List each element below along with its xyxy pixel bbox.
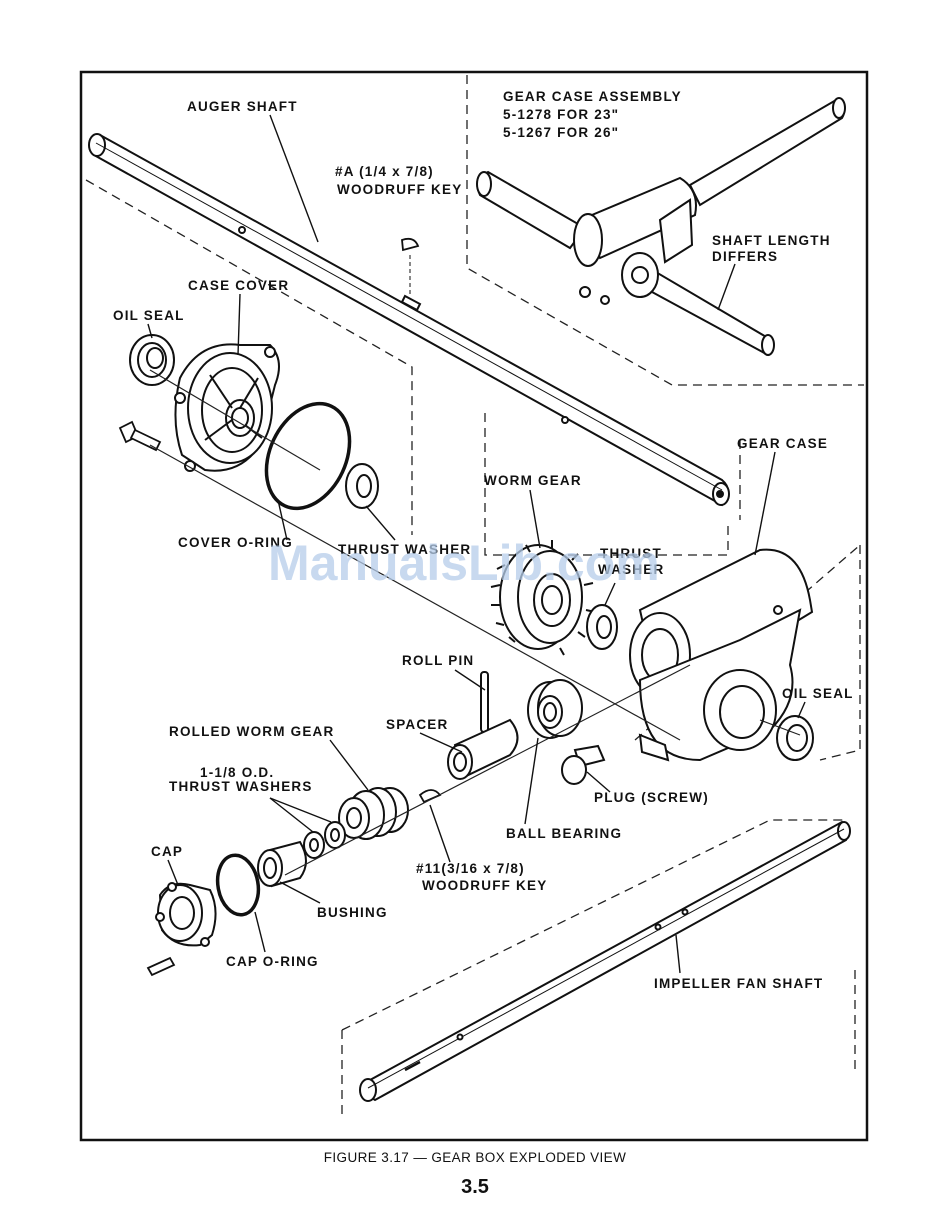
leader-lines bbox=[147, 114, 806, 974]
part-labels: AUGER SHAFT #A (1/4 x 7/8) WOODRUFF KEY … bbox=[113, 89, 854, 991]
bushing bbox=[257, 840, 307, 888]
spacer bbox=[447, 718, 519, 780]
cap bbox=[155, 882, 217, 947]
label-ball-bearing: BALL BEARING bbox=[506, 826, 622, 841]
cover-bolt bbox=[118, 420, 162, 452]
rolled-worm-gear bbox=[338, 787, 409, 840]
gear-case-assembly bbox=[476, 97, 846, 357]
label-gear-case-assembly-26: 5-1267 FOR 26" bbox=[503, 125, 619, 140]
label-woodruff-key-a-size: #A (1/4 x 7/8) bbox=[335, 164, 434, 179]
label-thrust-washer-left: THRUST WASHER bbox=[338, 542, 471, 557]
figure-frame bbox=[79, 70, 869, 1142]
label-impeller-fan-shaft: IMPELLER FAN SHAFT bbox=[654, 976, 823, 991]
assembly-axis-lines bbox=[149, 369, 801, 876]
label-cover-o-ring: COVER O-RING bbox=[178, 535, 293, 550]
label-gear-case: GEAR CASE bbox=[737, 436, 828, 451]
thrust-washer-left bbox=[345, 463, 379, 509]
cover-o-ring bbox=[264, 401, 352, 511]
cap-bolt bbox=[146, 956, 176, 977]
label-roll-pin: ROLL PIN bbox=[402, 653, 474, 668]
label-cap-o-ring: CAP O-RING bbox=[226, 954, 319, 969]
label-woodruff-key-11: WOODRUFF KEY bbox=[422, 878, 547, 893]
label-woodruff-key-a: WOODRUFF KEY bbox=[337, 182, 462, 197]
label-gear-case-assembly: GEAR CASE ASSEMBLY bbox=[503, 89, 682, 104]
oil-seal-right bbox=[776, 715, 814, 761]
roll-pin bbox=[480, 671, 489, 733]
figure-caption: FIGURE 3.17 — GEAR BOX EXPLODED VIEW bbox=[323, 1150, 627, 1165]
cap-o-ring bbox=[215, 853, 261, 917]
label-woodruff-key-11-size: #11(3/16 x 7/8) bbox=[416, 861, 525, 876]
label-plug-screw: PLUG (SCREW) bbox=[594, 790, 709, 805]
label-spacer: SPACER bbox=[386, 717, 448, 732]
label-auger-shaft: AUGER SHAFT bbox=[187, 99, 298, 114]
label-gear-case-assembly-23: 5-1278 FOR 23" bbox=[503, 107, 619, 122]
label-thrust-washers: THRUST WASHERS bbox=[169, 779, 313, 794]
oil-seal-top bbox=[129, 334, 175, 386]
thrust-washers-small bbox=[303, 821, 346, 859]
label-thrust-washer-right-1: THRUST bbox=[600, 546, 662, 561]
watermark: ManualsLib.com bbox=[268, 535, 660, 591]
label-cap: CAP bbox=[151, 844, 183, 859]
label-shaft-length: SHAFT LENGTH bbox=[712, 233, 831, 248]
label-rolled-worm-gear: ROLLED WORM GEAR bbox=[169, 724, 334, 739]
label-thrust-washer-right-2: WASHER bbox=[598, 562, 664, 577]
worm-gear bbox=[490, 540, 596, 656]
gear-case bbox=[629, 548, 814, 762]
label-oil-seal-top: OIL SEAL bbox=[113, 308, 185, 323]
label-case-cover: CASE COVER bbox=[188, 278, 289, 293]
woodruff-key-a bbox=[401, 237, 420, 252]
page-number: 3.5 bbox=[461, 1176, 489, 1198]
label-oil-seal-right: OIL SEAL bbox=[782, 686, 854, 701]
label-worm-gear: WORM GEAR bbox=[484, 473, 582, 488]
label-shaft-differs: DIFFERS bbox=[712, 249, 778, 264]
impeller-fan-shaft bbox=[359, 820, 851, 1102]
label-bushing: BUSHING bbox=[317, 905, 388, 920]
auger-shaft bbox=[88, 133, 730, 507]
thrust-washer-right bbox=[586, 604, 618, 650]
ball-bearing bbox=[527, 679, 583, 739]
label-thrust-washers-od: 1-1/8 O.D. bbox=[200, 765, 274, 780]
case-cover bbox=[174, 343, 280, 472]
plug-screw bbox=[561, 744, 606, 785]
